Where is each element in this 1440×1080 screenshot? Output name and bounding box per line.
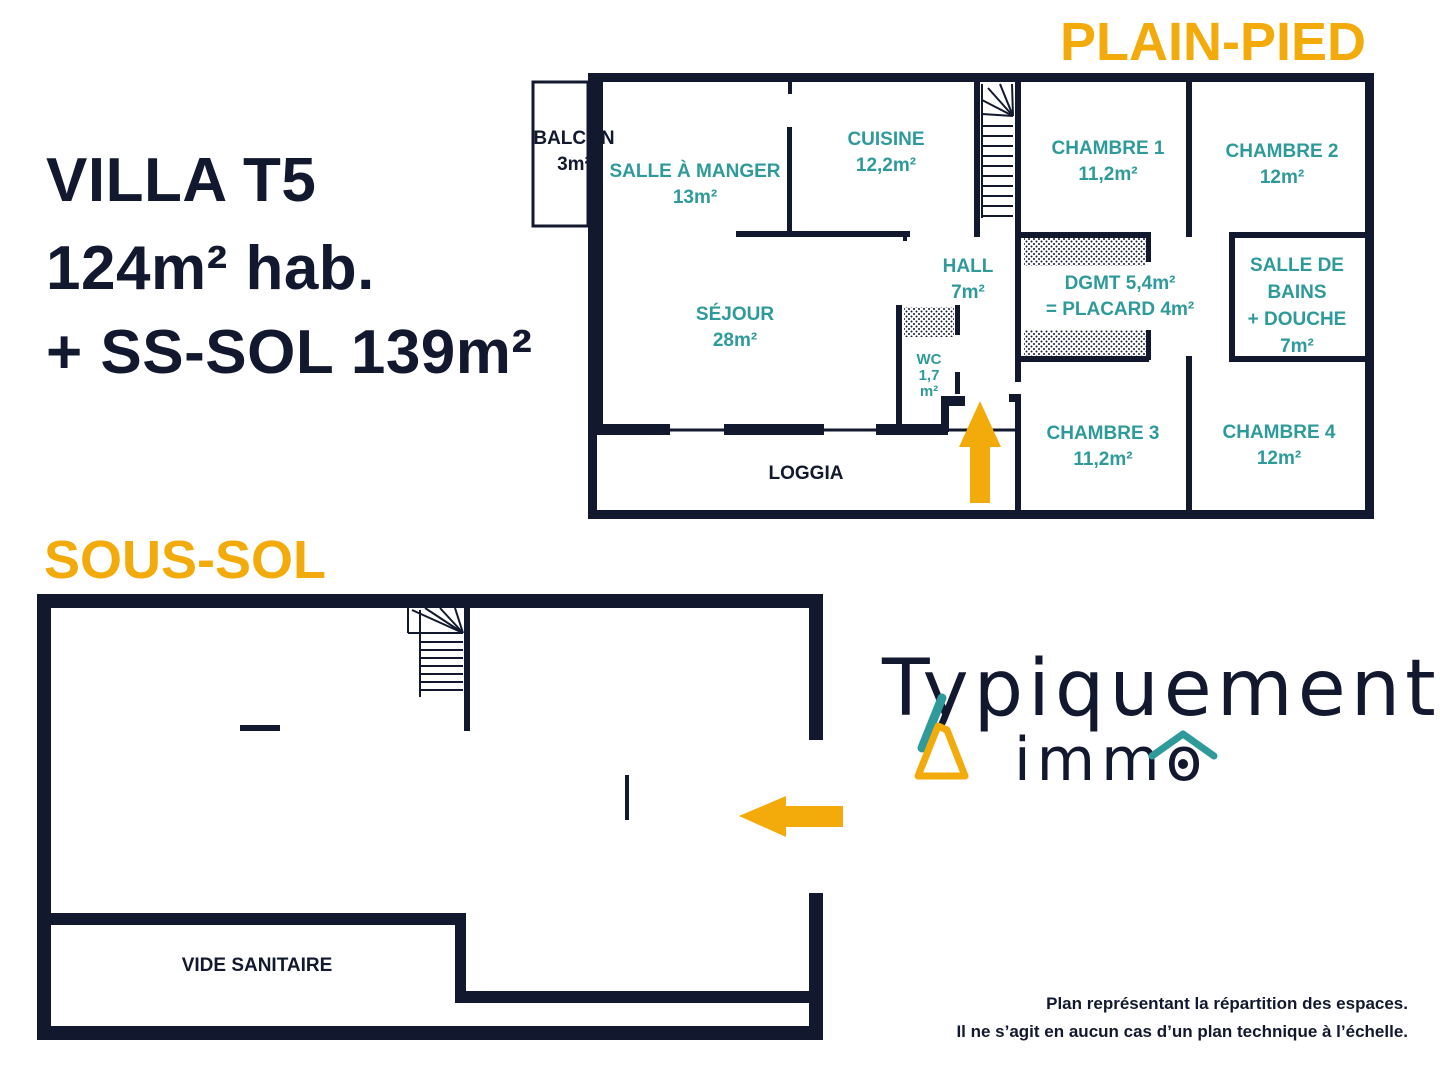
headline-line-2: 124m² hab. [46, 234, 375, 303]
entry-arrow-up-icon [959, 401, 1001, 503]
balcony-outline [531, 80, 590, 228]
disclaimer: Plan représentant la répartition des esp… [956, 990, 1408, 1046]
headline-line-3: + SS-SOL 139m² [46, 318, 533, 387]
room-degagement: DGMT 5,4m²= PLACARD 4m² [1045, 273, 1195, 320]
entry-arrow-left-icon [739, 796, 843, 837]
staircase-icon [407, 607, 464, 697]
room-loggia: LOGGIA [768, 463, 844, 484]
logo-graphics [914, 693, 1218, 780]
closet-top [1024, 238, 1146, 266]
closet-bottom [1024, 330, 1146, 356]
staircase-icon [981, 83, 1014, 218]
basement-title: SOUS-SOL [44, 530, 327, 590]
disclaimer-line-2: Il ne s’agit en aucun cas d’un plan tech… [956, 1022, 1408, 1041]
basement-walls [37, 594, 823, 1040]
house-icon [1148, 730, 1218, 769]
logo-triangle-icon [914, 722, 969, 780]
wc-closet [904, 307, 954, 337]
disclaimer-line-1: Plan représentant la répartition des esp… [1046, 994, 1408, 1013]
loggia-outline [588, 428, 1020, 518]
logo-wordmark: Typiquement [882, 644, 1440, 734]
room-vide-sanitaire: VIDE SANITAIRE [181, 955, 333, 976]
ground-floor-title: PLAIN-PIED [1060, 12, 1367, 72]
headline-line-1: VILLA T5 [46, 146, 317, 215]
